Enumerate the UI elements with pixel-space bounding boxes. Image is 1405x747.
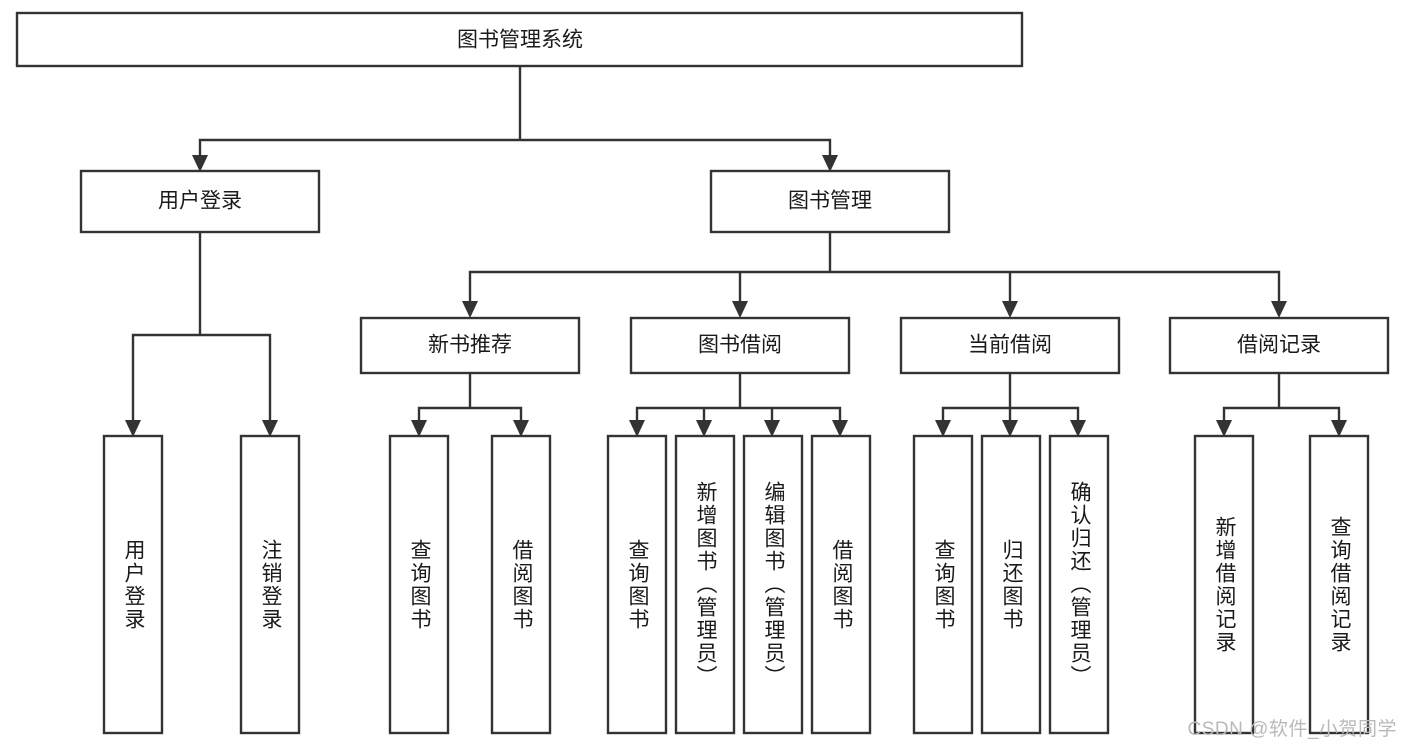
leaf-box-new-book-2[interactable] <box>490 434 552 735</box>
leaf-box-user-login-1[interactable] <box>102 434 164 735</box>
csdn-watermark: CSDN @软件_小贺同学 <box>1187 719 1397 740</box>
node-book-management[interactable]: 图书管理 <box>709 169 951 234</box>
node-current-borrow-label: 当前借阅 <box>968 334 1052 357</box>
arrowhead-leaf-userlogin-2 <box>262 420 278 437</box>
node-current-borrow[interactable]: 当前借阅 <box>899 316 1121 375</box>
arrowhead-leaf-borrowrecord-2 <box>1331 420 1347 437</box>
arrowhead-userlogin <box>192 155 208 172</box>
connector-root-to-level2 <box>198 64 832 160</box>
node-borrow-record[interactable]: 借阅记录 <box>1168 316 1390 375</box>
node-book-borrow-label: 图书借阅 <box>698 334 782 357</box>
leaf-box-user-login-2[interactable] <box>239 434 301 735</box>
connector-userlogin-bus <box>131 230 272 425</box>
node-user-login-box[interactable] <box>79 169 321 234</box>
arrowhead-borrowrecord <box>1271 301 1287 318</box>
connector-newbook-bus <box>417 371 523 425</box>
arrowhead-leaf-newbook-2 <box>513 420 529 437</box>
arrowhead-bookmgmt <box>822 155 838 172</box>
leaf-box-book-borrow-1[interactable] <box>606 434 668 735</box>
arrowhead-leaf-userlogin-1 <box>125 420 141 437</box>
node-root-label: 图书管理系统 <box>457 29 583 52</box>
leaf-box-book-borrow-2[interactable] <box>674 434 736 735</box>
arrowhead-leaf-currentborrow-1 <box>935 420 951 437</box>
connector-currentborrow-bus <box>941 371 1080 425</box>
leaf-box-new-book-1[interactable] <box>388 434 450 735</box>
connector-borrowrecord-bus <box>1222 371 1341 425</box>
arrowhead-leaf-bookborrow-3 <box>764 420 780 437</box>
connector-bookborrow-bus <box>635 371 842 425</box>
connector-group <box>131 64 1341 425</box>
node-book-management-box[interactable] <box>709 169 951 234</box>
arrowhead-leaf-bookborrow-4 <box>832 420 848 437</box>
node-new-book-recommend[interactable]: 新书推荐 <box>359 316 581 375</box>
arrowhead-newbook <box>462 301 478 318</box>
node-root[interactable]: 图书管理系统 <box>15 11 1024 68</box>
leaf-box-current-borrow-3[interactable] <box>1048 434 1110 735</box>
node-root-box[interactable] <box>15 11 1024 68</box>
arrowhead-group <box>125 155 1347 437</box>
node-new-book-recommend-label: 新书推荐 <box>428 334 512 357</box>
leaf-box-book-borrow-4[interactable] <box>810 434 872 735</box>
arrowhead-leaf-bookborrow-1 <box>629 420 645 437</box>
leaf-box-group <box>102 434 1370 735</box>
node-book-borrow-box[interactable] <box>629 316 851 375</box>
leaf-box-book-borrow-3[interactable] <box>742 434 804 735</box>
node-current-borrow-box[interactable] <box>899 316 1121 375</box>
node-new-book-recommend-box[interactable] <box>359 316 581 375</box>
arrowhead-bookborrow <box>732 301 748 318</box>
arrowhead-leaf-newbook-1 <box>411 420 427 437</box>
leaf-box-current-borrow-1[interactable] <box>912 434 974 735</box>
arrowhead-leaf-currentborrow-2 <box>1002 420 1018 437</box>
arrowhead-leaf-borrowrecord-1 <box>1216 420 1232 437</box>
connector-bookmgmt-bus <box>468 230 1281 306</box>
leaf-box-borrow-record-1[interactable] <box>1193 434 1255 735</box>
arrowhead-leaf-bookborrow-2 <box>696 420 712 437</box>
arrowhead-leaf-currentborrow-3 <box>1070 420 1086 437</box>
node-borrow-record-box[interactable] <box>1168 316 1390 375</box>
node-borrow-record-label: 借阅记录 <box>1237 334 1321 357</box>
leaf-box-borrow-record-2[interactable] <box>1308 434 1370 735</box>
arrowhead-currentborrow <box>1002 301 1018 318</box>
node-book-management-label: 图书管理 <box>788 190 872 213</box>
leaf-box-current-borrow-2[interactable] <box>980 434 1042 735</box>
node-user-login-label: 用户登录 <box>158 190 242 213</box>
node-user-login[interactable]: 用户登录 <box>79 169 321 234</box>
node-book-borrow[interactable]: 图书借阅 <box>629 316 851 375</box>
